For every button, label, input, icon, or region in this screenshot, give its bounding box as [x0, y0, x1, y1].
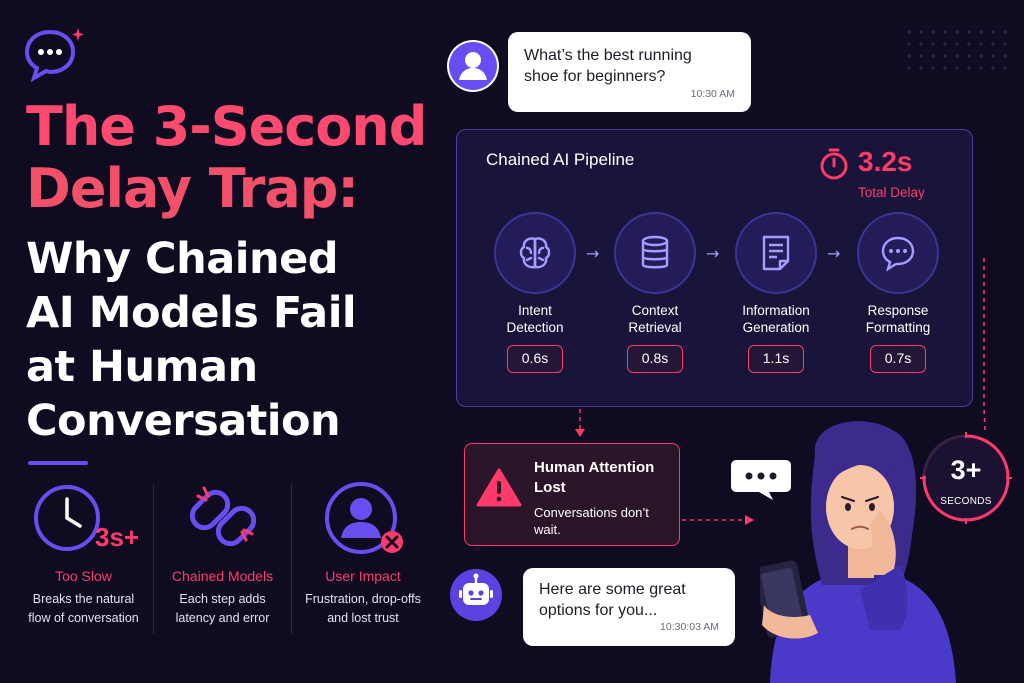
stage-label-line: Formatting [865, 320, 931, 335]
user-icon [449, 42, 497, 90]
headline-red-line: Delay Trap: [26, 157, 359, 220]
robot-icon [459, 573, 493, 605]
user-message-line: shoe for beginners? [524, 68, 666, 85]
stage-time: 0.6s [507, 345, 563, 373]
stage-label-line: Detection [506, 320, 564, 335]
user-message-time: 10:30 AM [690, 88, 735, 100]
bot-message-line: Here are some great [539, 581, 686, 598]
arrow-right-icon: → [706, 244, 720, 263]
stat-card-chained-models: Chained Models Each step adds latency an… [155, 480, 290, 628]
stage-label: Response Formatting [833, 302, 963, 336]
headline-divider [28, 461, 88, 465]
stat-desc-line: Each step adds [179, 592, 266, 606]
stat-card-user-impact: User Impact Frustration, drop-offs and l… [288, 480, 438, 628]
stage-label-line: Response [867, 303, 929, 318]
chat-bubble-icon [881, 236, 915, 272]
document-icon [762, 235, 790, 271]
headline-white-line: at Human [26, 342, 258, 392]
stat-desc-line: Frustration, drop-offs [305, 592, 421, 606]
stat-desc: Breaks the natural flow of conversation [16, 590, 151, 628]
bot-avatar [450, 569, 502, 621]
stage-label: Information Generation [711, 302, 841, 336]
countdown-value: 3+ [950, 455, 982, 485]
stat-desc-line: latency and error [175, 611, 270, 625]
stat-desc: Frustration, drop-offs and lost trust [288, 590, 438, 628]
user-message-bubble: What’s the best running shoe for beginne… [508, 32, 751, 112]
stage-time: 0.8s [627, 345, 683, 373]
chat-logo-icon [24, 28, 84, 82]
stat-separator [291, 484, 292, 634]
clock-icon: 3s+ [33, 485, 139, 552]
alert-title-line: Lost [534, 479, 566, 496]
stat-title: Too Slow [55, 568, 112, 584]
dot-grid-decoration [907, 30, 1007, 70]
stage-label-line: Intent [518, 303, 552, 318]
stage-intent-detection [494, 212, 576, 294]
stat-separator [153, 484, 154, 634]
arrow-right-icon: → [827, 244, 841, 263]
headline-white-line: AI Models Fail [26, 288, 357, 338]
bot-message-bubble: Here are some great options for you... 1… [523, 568, 735, 646]
warning-icon [476, 468, 522, 507]
stat-title: Chained Models [171, 568, 274, 584]
stat-title: User Impact [325, 568, 401, 584]
arrow-right-icon: → [586, 244, 600, 263]
headline-red-line: The 3-Second [26, 95, 427, 158]
stage-time: 1.1s [748, 345, 804, 373]
stage-label: Intent Detection [470, 302, 600, 336]
headline-white-line: Conversation [26, 396, 341, 446]
countdown-label: SECONDS [940, 496, 992, 507]
pipeline-title: Chained AI Pipeline [486, 150, 635, 169]
stopwatch-icon [820, 148, 848, 180]
bot-message-line: options for you... [539, 602, 658, 619]
alert-desc-line: wait. [534, 522, 561, 537]
countdown-ring [920, 432, 1012, 524]
stat-desc: Each step adds latency and error [155, 590, 290, 628]
countdown-connector [983, 258, 986, 431]
broken-link-icon [189, 486, 256, 547]
alert-description: Conversations don’t wait. [534, 504, 674, 538]
alert-title-line: Human Attention [534, 459, 655, 476]
alert-desc-line: Conversations don’t [534, 505, 649, 520]
brain-icon [519, 237, 551, 269]
typing-bubble-icon [731, 460, 791, 500]
stat-badge: 3s+ [95, 522, 139, 552]
total-delay-label: Total Delay [858, 185, 925, 200]
headline-white: Why Chained AI Models Fail at Human Conv… [26, 232, 426, 448]
stat-desc-line: flow of conversation [28, 611, 139, 625]
stat-desc-line: Breaks the natural [32, 592, 135, 606]
user-avatar [447, 40, 499, 92]
headline-white-line: Why Chained [26, 234, 339, 284]
stage-label-line: Context [631, 303, 679, 318]
user-x-icon [325, 482, 403, 554]
stat-card-too-slow: 3s+ Too Slow Breaks the natural flow of … [16, 480, 151, 628]
stage-label-line: Generation [742, 320, 810, 335]
stage-label: Context Retrieval [590, 302, 720, 336]
stage-label-line: Information [742, 303, 810, 318]
headline-red: The 3-Second Delay Trap: [26, 95, 427, 220]
stage-label-line: Retrieval [628, 320, 682, 335]
stage-context-retrieval [614, 212, 696, 294]
alert-title: Human Attention Lost [534, 458, 674, 498]
stat-desc-line: and lost trust [327, 611, 399, 625]
frustrated-user-illustration [760, 421, 956, 683]
total-delay-value: 3.2s [858, 146, 913, 177]
user-message-line: What’s the best running [524, 47, 692, 64]
stage-information-generation [735, 212, 817, 294]
database-icon [641, 235, 669, 269]
stage-time: 0.7s [870, 345, 926, 373]
stage-response-formatting [857, 212, 939, 294]
bot-message-time: 10:30:03 AM [660, 621, 719, 633]
